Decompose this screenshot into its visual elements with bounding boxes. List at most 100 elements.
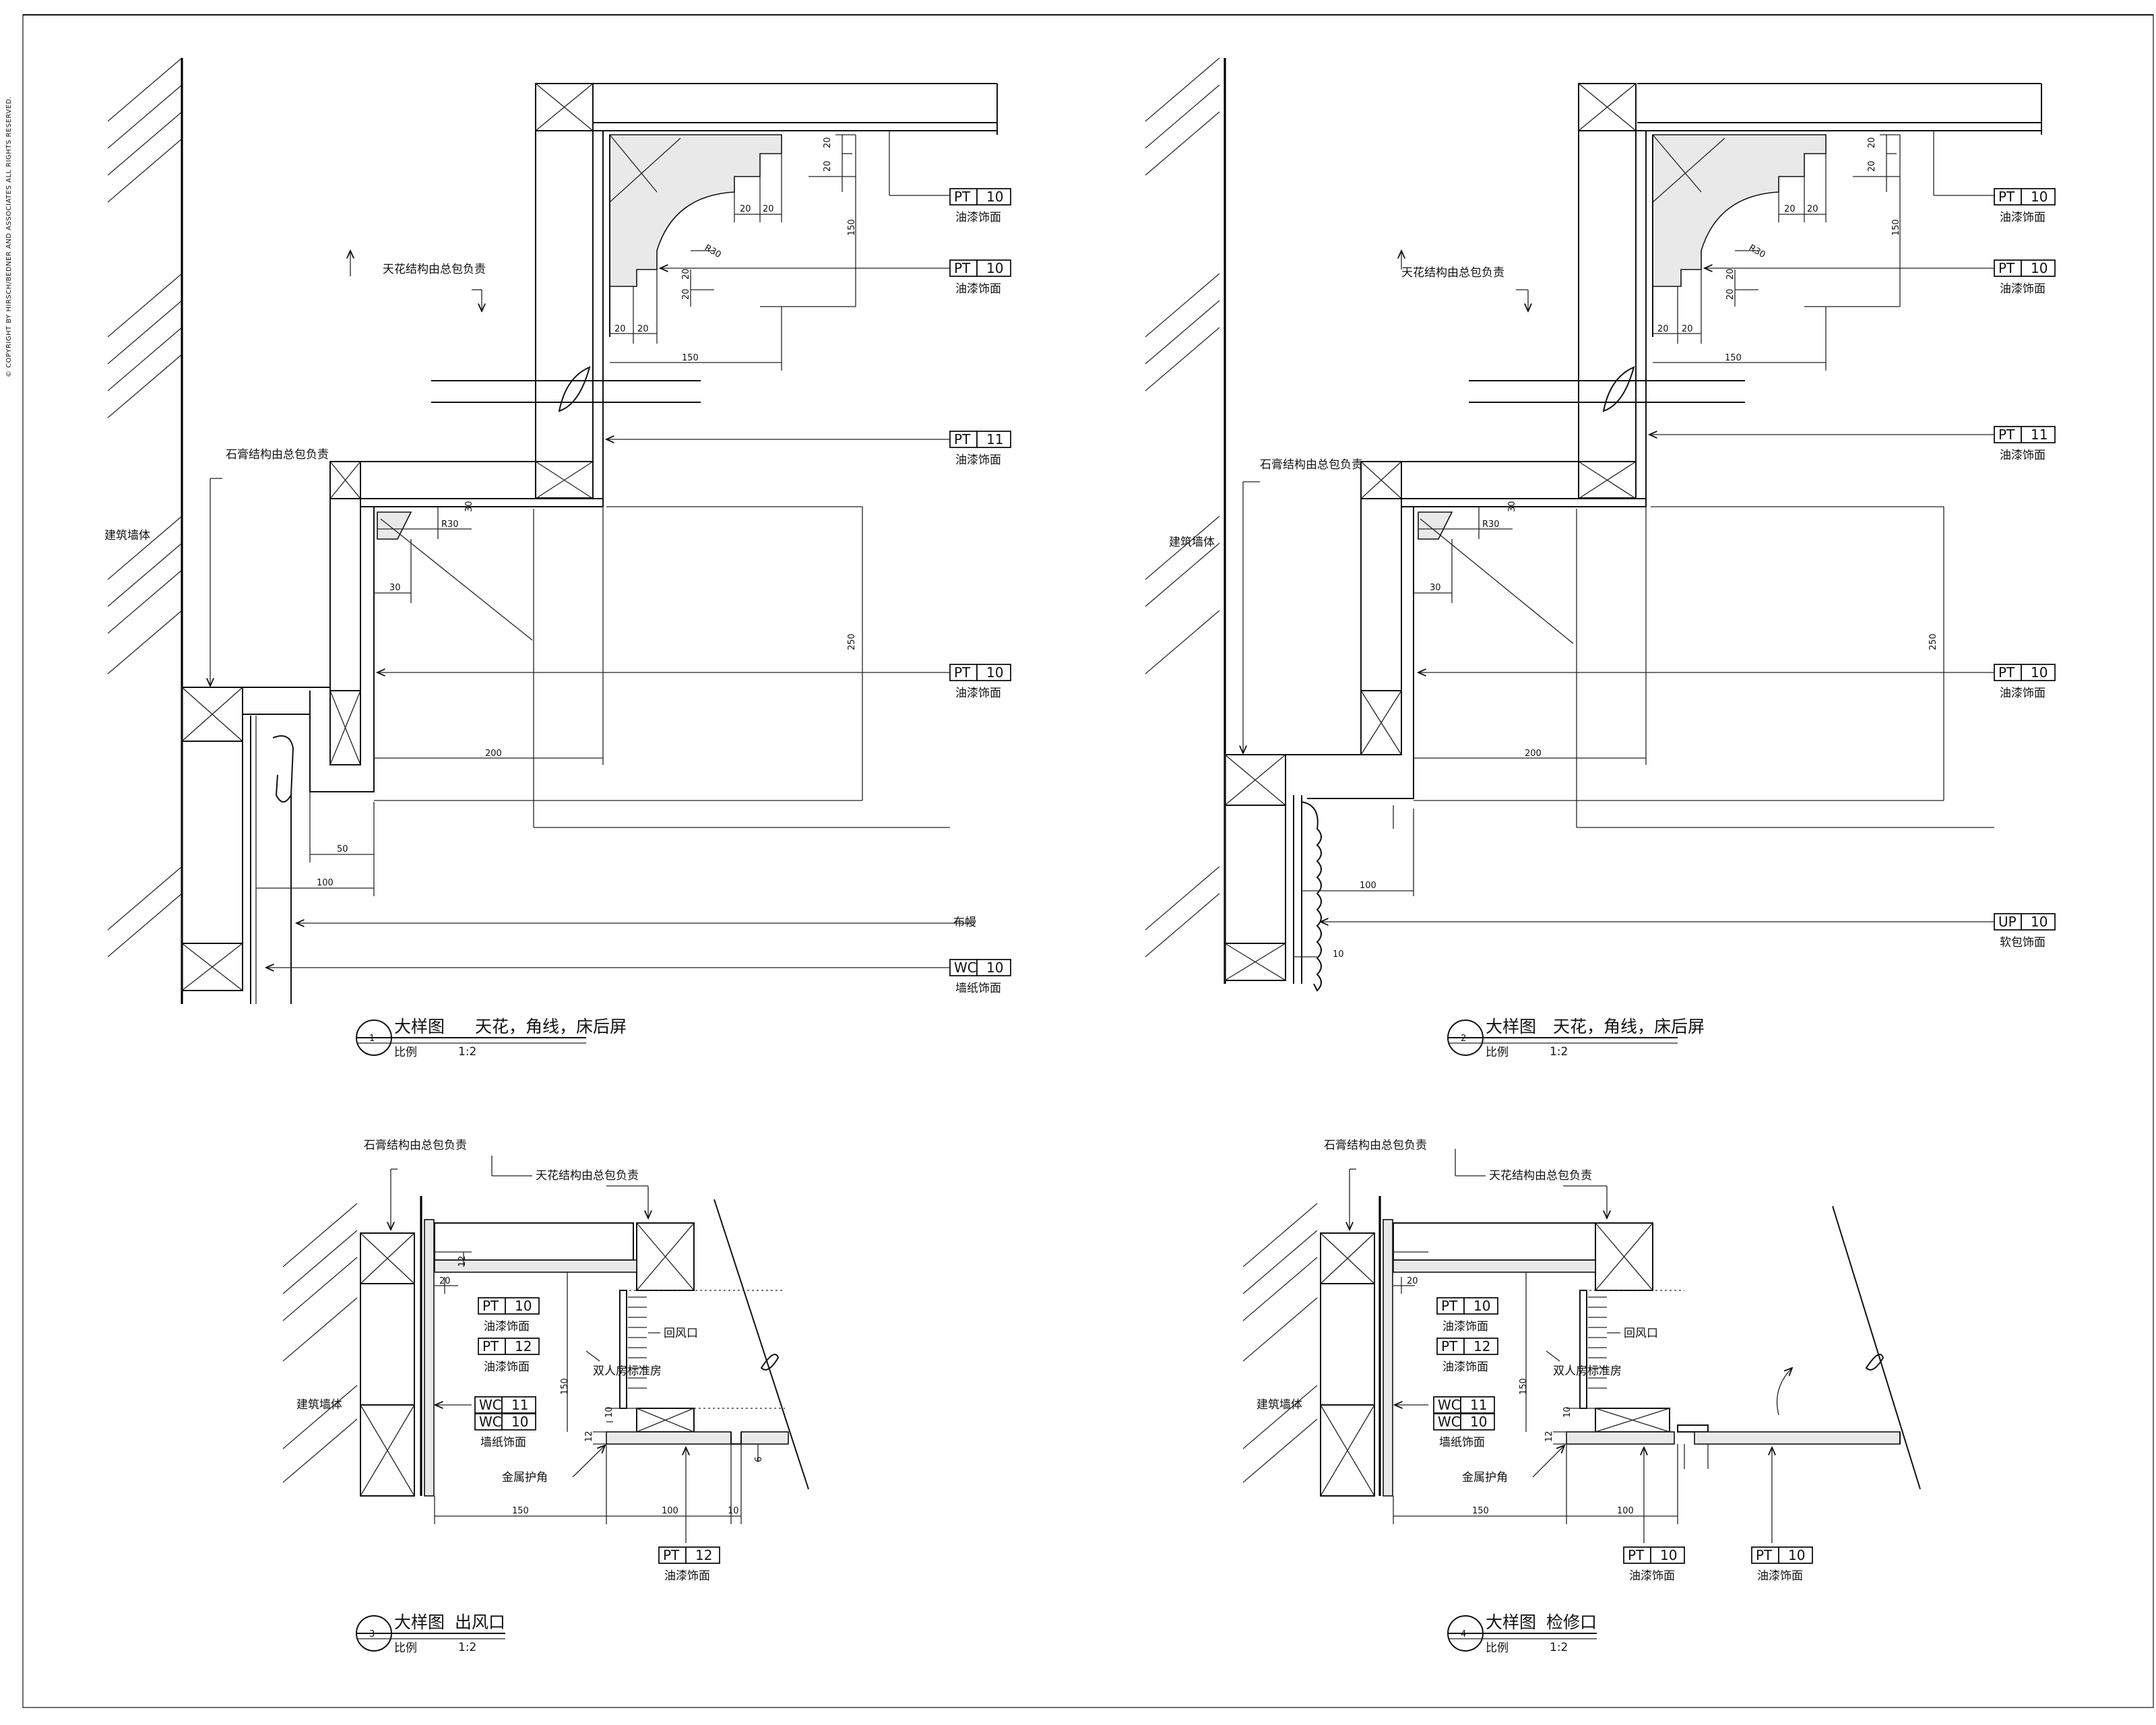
detail-3-material-tag-1: PT 10 油漆饰面 [478, 1297, 540, 1334]
material-label: 油漆饰面 [955, 211, 1001, 224]
d3-note-gypsum: 石膏结构由总包负责 [364, 1138, 467, 1152]
material-number: 11 [2031, 427, 2048, 443]
detail-1-dimension-label: 20 [614, 324, 626, 334]
d2-note-wall: 建筑墙体 [1169, 536, 1215, 549]
detail-2-dimension-label: 20 [1807, 204, 1818, 214]
detail-4-drawing [1242, 1149, 1921, 1543]
material-label: 油漆饰面 [2000, 687, 2046, 700]
material-label: 墙纸饰面 [955, 982, 1001, 995]
material-code: PT [954, 189, 971, 205]
detail-2-dimension-label: 30 [1430, 583, 1441, 593]
material-number: 11 [986, 431, 1003, 447]
title-symbols [356, 1020, 1678, 1652]
detail-1-dimension-label: R30 [441, 520, 459, 530]
material-label: 墙纸饰面 [1439, 1436, 1485, 1449]
material-number: 12 [515, 1338, 532, 1354]
detail-2-dimension-label: 20 [1657, 324, 1669, 334]
detail-1-dimension-label: 50 [337, 844, 348, 854]
material-code: PT [1441, 1338, 1458, 1354]
detail-4-number: 4 [1461, 1629, 1466, 1639]
material-code: PT [1628, 1547, 1645, 1563]
d1-note-gypsum: 石膏结构由总包负责 [226, 447, 329, 462]
detail-3-dimension-label: 100 [662, 1506, 678, 1516]
detail-3-dimension-label: 12 [584, 1431, 594, 1442]
detail-3-title: 大样图 [394, 1612, 445, 1632]
detail-1-dimension-label: 20 [740, 204, 751, 214]
material-code: PT [1998, 427, 2015, 443]
material-label: 油漆饰面 [1442, 1360, 1488, 1374]
material-number: 10 [986, 960, 1003, 976]
detail-4-dimension-label: 150 [1519, 1378, 1529, 1395]
material-code: PT [482, 1338, 499, 1354]
d4-note-ceiling: 天花结构由总包负责 [1489, 1169, 1592, 1183]
d1-note-curtain: 布幔 [953, 916, 976, 929]
detail-2-dimension-label: 200 [1525, 749, 1542, 759]
detail-1-dimension-label: 20 [823, 137, 833, 148]
d4-note-gypsum: 石膏结构由总包负责 [1324, 1138, 1427, 1152]
detail-2-scale-label: 比例 [1486, 1046, 1509, 1059]
detail-4-dimension-label: 20 [1407, 1276, 1418, 1286]
detail-2-drawing [1145, 57, 2042, 992]
detail-1-dimension-label: 20 [681, 268, 691, 280]
detail-2-dimension-label: 20 [1784, 204, 1796, 214]
d3-note-room: 双人房标准房 [593, 1365, 662, 1378]
detail-4-scale-label: 比例 [1486, 1641, 1509, 1655]
material-label: 油漆饰面 [1629, 1569, 1675, 1583]
copyright-text: © COPYRIGHT BY HIRSCH/BEDNER AND ASSOCIA… [5, 96, 13, 377]
material-code: PT [482, 1298, 499, 1314]
detail-2-dimension-label: R30 [1482, 520, 1500, 530]
detail-2-dimension-label: 20 [1867, 137, 1877, 148]
detail-4-dimension-label: 150 [1472, 1506, 1489, 1516]
detail-4-dimension-label: 12 [1544, 1431, 1554, 1442]
material-label: 软包饰面 [2000, 936, 2046, 949]
material-code: WC [479, 1414, 502, 1430]
material-label: 油漆饰面 [484, 1320, 530, 1334]
material-number: 10 [2031, 914, 2048, 930]
detail-2-dimension-label: R30 [1747, 243, 1767, 260]
material-code: PT [663, 1547, 680, 1563]
material-number: 12 [1473, 1338, 1490, 1354]
detail-1-dimension-label: 20 [681, 288, 691, 300]
d4-note-return-air: 回风口 [1624, 1327, 1658, 1340]
material-code: PT [1998, 189, 2015, 205]
material-number: 12 [695, 1547, 712, 1563]
material-label: 油漆饰面 [1757, 1569, 1803, 1583]
d2-note-gypsum: 石膏结构由总包负责 [1260, 458, 1363, 472]
detail-1-drawing [107, 57, 998, 1004]
material-label: 油漆饰面 [2000, 211, 2046, 224]
detail-4-title: 大样图 [1486, 1612, 1536, 1632]
material-label: 油漆饰面 [2000, 449, 2046, 462]
detail-1-dimension-label: R30 [703, 243, 723, 260]
detail-1-dimension-label: 100 [317, 878, 334, 888]
detail-2-dimension-label: 20 [1867, 160, 1877, 172]
d3-note-corner: 金属护角 [502, 1471, 548, 1484]
material-code: PT [954, 664, 971, 681]
detail-2-dimension-label: 20 [1682, 324, 1693, 334]
d3-note-ceiling: 天花结构由总包负责 [536, 1169, 639, 1183]
material-number: 10 [515, 1298, 532, 1314]
detail-2-dimension-label: 30 [1507, 501, 1517, 512]
d2-note-ceiling: 天花结构由总包负责 [1401, 266, 1504, 280]
material-label: 油漆饰面 [955, 453, 1001, 467]
material-code: UP [1998, 914, 2017, 930]
detail-4-subject: 检修口 [1546, 1612, 1597, 1632]
material-code: PT [1756, 1547, 1773, 1563]
detail-1-dimension-label: 20 [823, 160, 833, 172]
detail-3-dimension-label: 20 [439, 1276, 451, 1286]
detail-2-dimension-label: 100 [1360, 881, 1376, 891]
d4-note-corner: 金属护角 [1462, 1471, 1508, 1484]
detail-1-dimension-label: 30 [464, 501, 474, 512]
detail-2-material-tag-3: PT 11 油漆饰面 [1994, 426, 2056, 462]
detail-1-dimension-label: 30 [389, 583, 401, 593]
detail-2-dimension-label: 20 [1725, 268, 1736, 280]
